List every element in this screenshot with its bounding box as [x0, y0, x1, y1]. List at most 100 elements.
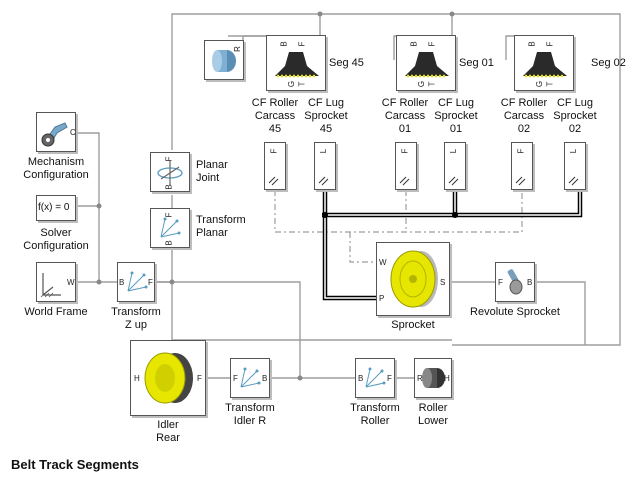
- belt-segment-icon: [405, 52, 449, 78]
- port-t: T: [297, 81, 307, 87]
- segment-02-name: Seg 02: [591, 57, 626, 69]
- port-g: G: [535, 80, 545, 88]
- cf-lug-sprocket-02-block[interactable]: L: [564, 142, 586, 190]
- port-f: F: [516, 148, 526, 154]
- belt-segment-icon: [523, 52, 567, 78]
- port-g: G: [417, 80, 427, 88]
- port-l: L: [569, 148, 579, 154]
- mechanism-configuration-block[interactable]: C: [36, 112, 76, 152]
- planar-joint-icon: [157, 161, 183, 185]
- port-r: R: [417, 374, 423, 383]
- belt-segment-45-block[interactable]: B F T G: [266, 35, 326, 91]
- world-frame-block[interactable]: W: [36, 262, 76, 302]
- idler-rear-block[interactable]: H F: [130, 340, 206, 416]
- contact-force-icon: [448, 176, 459, 186]
- port-f: F: [297, 41, 307, 47]
- port-f: F: [498, 278, 503, 287]
- solver-expression: f(x) = 0: [38, 202, 70, 213]
- contact-force-icon: [568, 176, 579, 186]
- world-frame-axes-icon: [40, 273, 61, 298]
- solver-configuration-block[interactable]: f(x) = 0: [36, 195, 76, 221]
- cf-roller-carcass-01-block[interactable]: F: [395, 142, 417, 190]
- cf-lug-sprocket-45-block[interactable]: L: [314, 142, 336, 190]
- planar-joint-block[interactable]: F B: [150, 152, 190, 192]
- port-h: H: [134, 374, 140, 383]
- idler-wheel-icon: [144, 352, 193, 404]
- belt-segment-02-block[interactable]: B F T G: [514, 35, 574, 91]
- port-w: W: [379, 258, 387, 267]
- reference-body-block[interactable]: R: [204, 40, 244, 80]
- port-f: F: [269, 148, 279, 154]
- port-f: F: [233, 374, 238, 383]
- port-b: B: [164, 240, 174, 246]
- transform-axes-icon: [160, 217, 181, 238]
- cf-roller-carcass-45-block[interactable]: F: [264, 142, 286, 190]
- contact-force-icon: [515, 176, 526, 186]
- port-l: L: [319, 148, 329, 154]
- reference-cylinder-icon: [212, 50, 236, 72]
- port-p: P: [379, 294, 385, 303]
- port-l: L: [449, 148, 459, 154]
- cf-roller-carcass-02-block[interactable]: F: [511, 142, 533, 190]
- port-f: F: [164, 212, 174, 218]
- port-w: W: [67, 278, 75, 287]
- contact-force-icon: [268, 176, 279, 186]
- port-b: B: [527, 278, 533, 287]
- segment-01-name: Seg 01: [459, 57, 494, 69]
- transform-roller-block[interactable]: B F: [355, 358, 395, 398]
- cf-lug-sprocket-01-block[interactable]: L: [444, 142, 466, 190]
- transform-z-up-block[interactable]: B F: [117, 262, 155, 302]
- sprocket-block[interactable]: W P S: [376, 242, 450, 316]
- port-t: T: [427, 81, 437, 87]
- port-f: F: [148, 278, 153, 287]
- port-b: B: [358, 374, 364, 383]
- transform-axes-icon: [127, 271, 148, 292]
- port-b: B: [164, 184, 174, 190]
- port-f: F: [164, 156, 174, 162]
- segment-45-name: Seg 45: [329, 57, 364, 69]
- transform-axes-icon: [240, 367, 261, 388]
- port-b: B: [262, 374, 268, 383]
- roller-icon: [422, 368, 445, 388]
- revolute-sprocket-label: Revolute Sprocket: [470, 306, 560, 318]
- revolute-joint-icon: [507, 269, 523, 295]
- port-f: F: [427, 41, 437, 47]
- port-c: C: [70, 128, 76, 137]
- belt-segment-icon: [275, 52, 319, 78]
- transform-axes-icon: [365, 367, 386, 388]
- sprocket-label: Sprocket: [391, 319, 435, 331]
- transform-idler-r-block[interactable]: F B: [230, 358, 270, 398]
- revolute-sprocket-block[interactable]: F B: [495, 262, 535, 302]
- port-b: B: [527, 41, 537, 47]
- port-b: B: [279, 41, 289, 47]
- port-f: F: [545, 41, 555, 47]
- mechanism-gear-icon: [41, 122, 68, 147]
- transform-planar-block[interactable]: F B: [150, 208, 190, 248]
- port-b: B: [409, 41, 419, 47]
- port-g: G: [287, 80, 297, 88]
- port-h: H: [444, 374, 450, 383]
- sprocket-wheel-icon: [390, 250, 438, 308]
- port-t: T: [545, 81, 555, 87]
- port-s: S: [440, 278, 446, 287]
- belt-segment-01-block[interactable]: B F T G: [396, 35, 456, 91]
- world-frame-label: World Frame: [24, 306, 88, 318]
- port-r: R: [232, 46, 242, 52]
- roller-lower-block[interactable]: R H: [414, 358, 452, 398]
- port-f: F: [197, 374, 202, 383]
- port-f: F: [387, 374, 392, 383]
